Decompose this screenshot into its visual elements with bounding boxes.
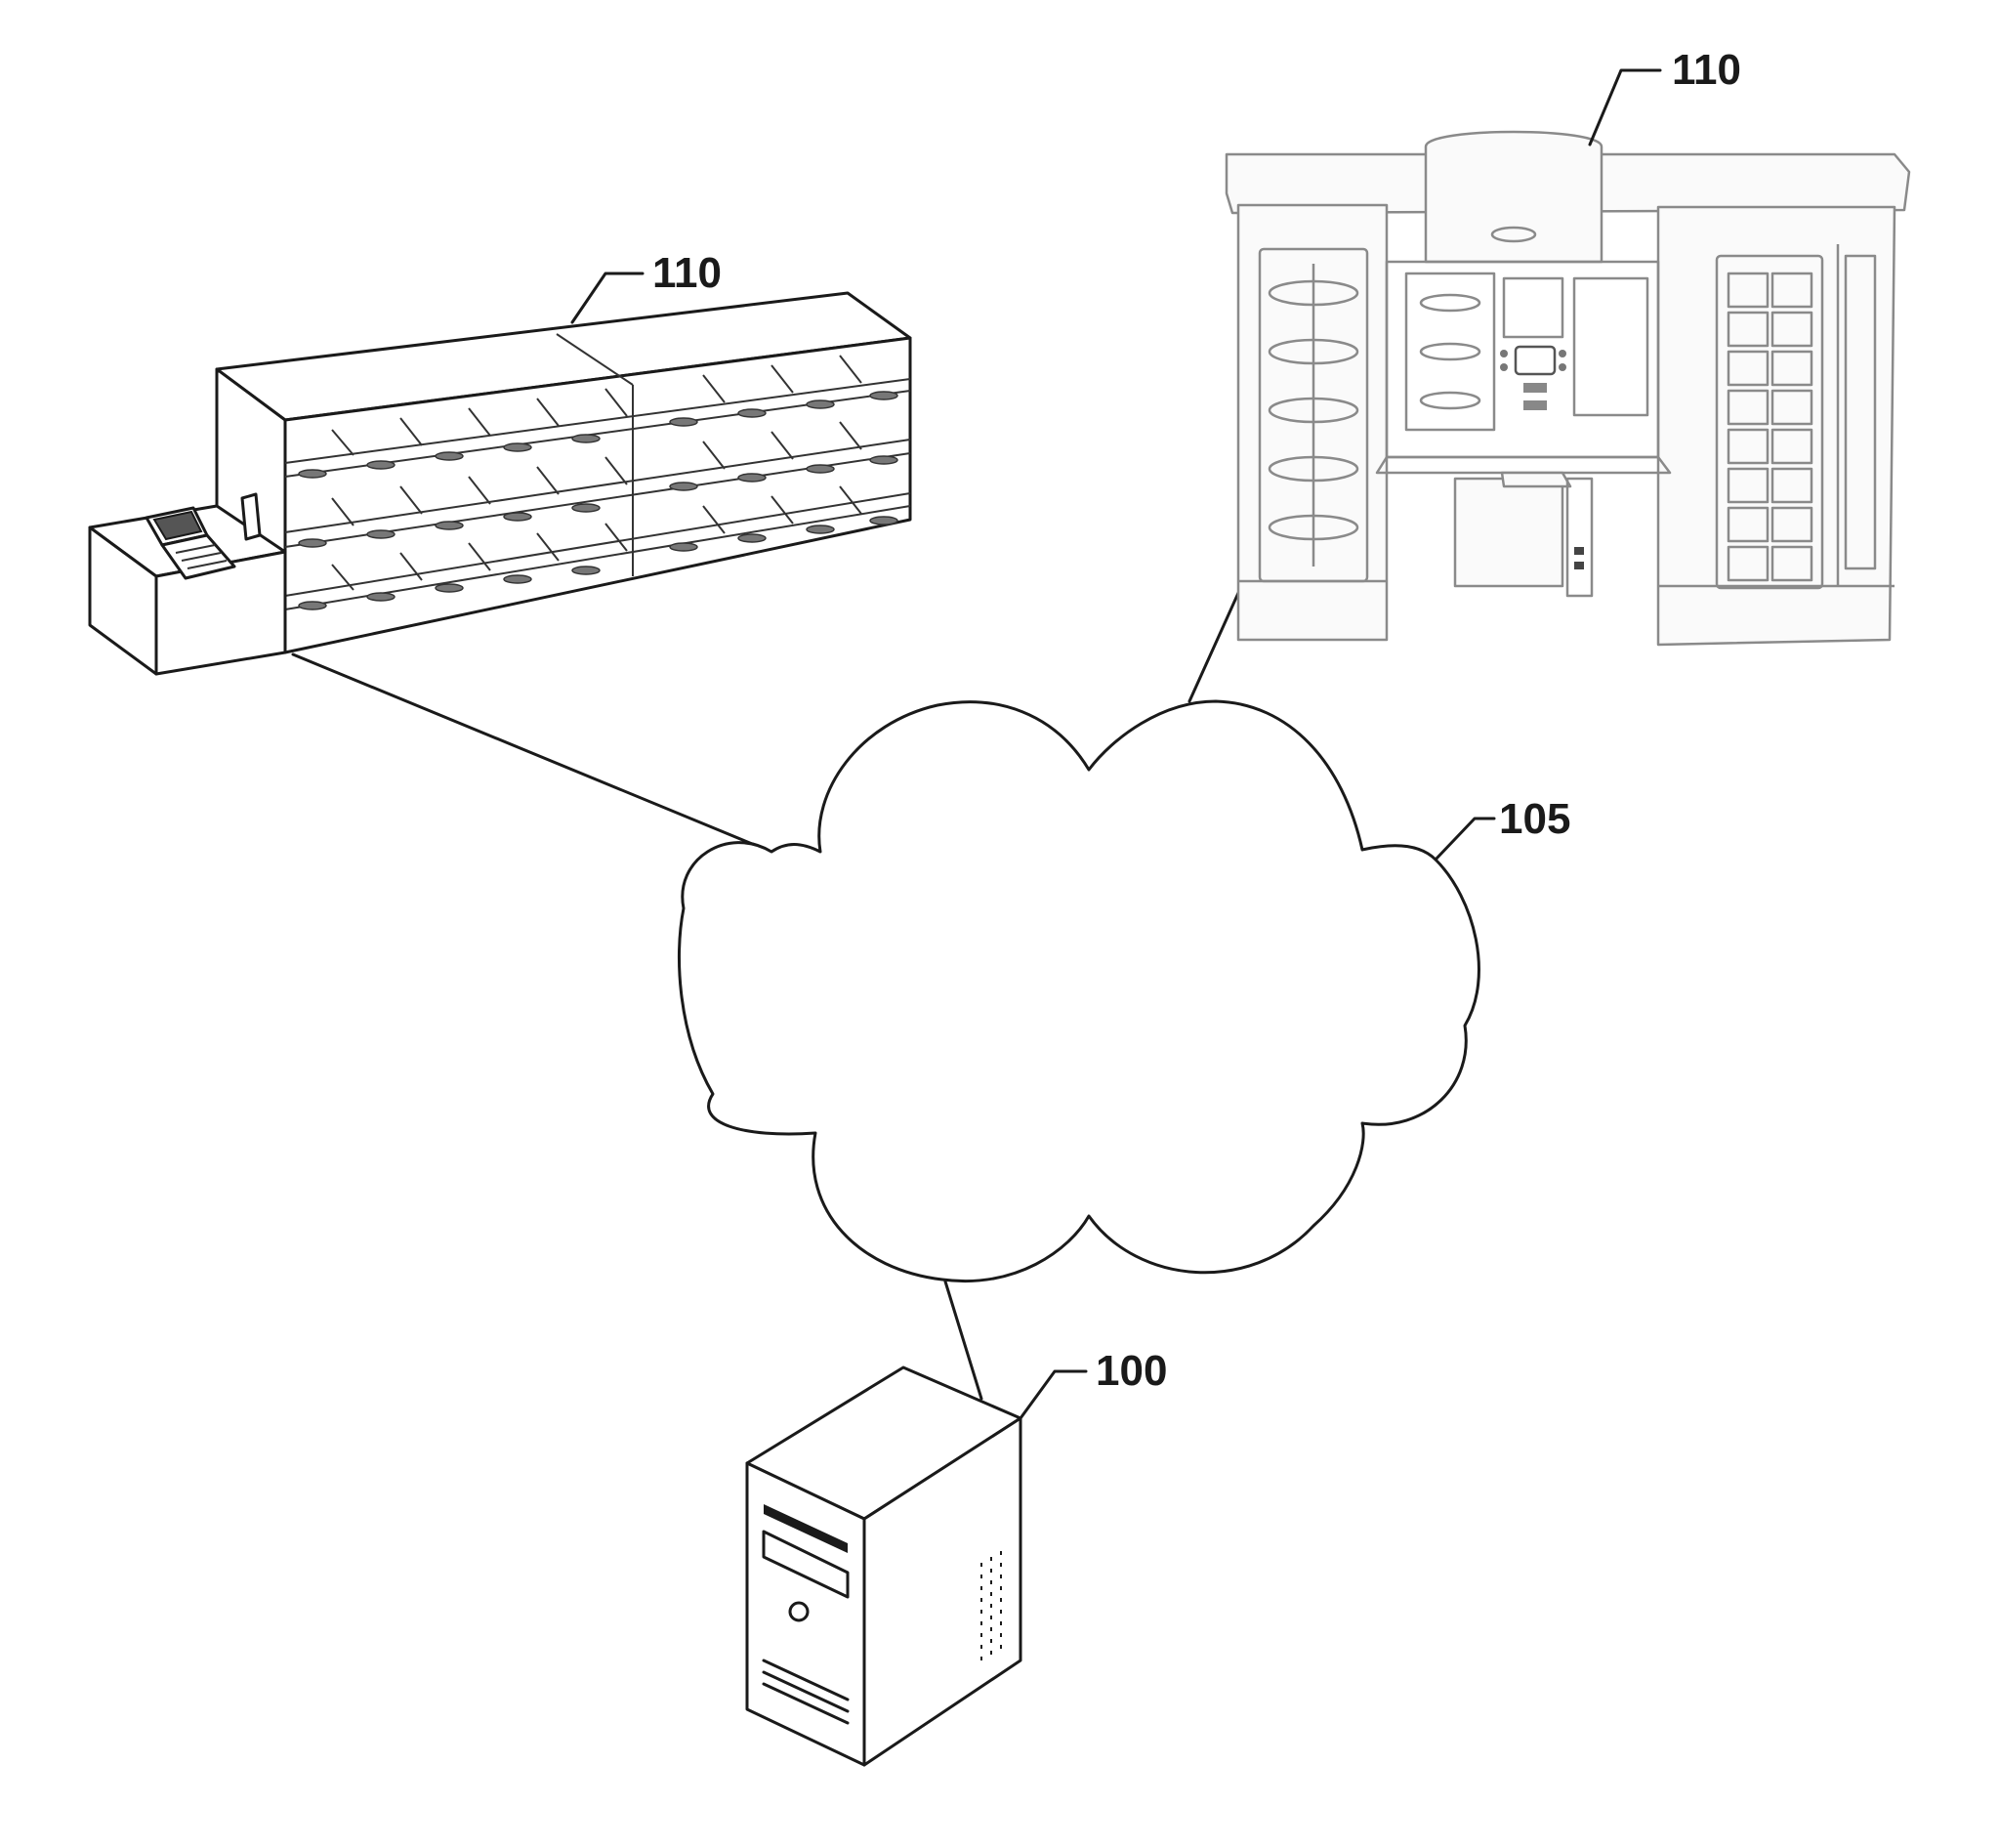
unit-center-bay xyxy=(1387,262,1658,457)
label-server: 100 xyxy=(1096,1347,1167,1395)
link-network-to-server xyxy=(945,1281,981,1399)
link-left-cabinet-to-network xyxy=(293,654,762,848)
server-icon: 100 xyxy=(747,1347,1167,1765)
storage-cabinet-left: 110 xyxy=(90,249,910,674)
label-network: 105 xyxy=(1499,795,1570,843)
unit-center-lower xyxy=(1455,479,1562,586)
scanner-icon xyxy=(242,494,260,539)
label-leader-cabinet-right xyxy=(1590,70,1660,145)
label-cabinet-left: 110 xyxy=(652,249,722,297)
cloud-shape xyxy=(679,701,1478,1281)
network-cloud: 105 xyxy=(679,701,1570,1281)
label-leader-network xyxy=(1436,819,1494,860)
control-panel xyxy=(1500,347,1566,410)
label-cabinet-right: 110 xyxy=(1672,46,1741,94)
label-leader-cabinet-left xyxy=(572,273,643,322)
label-leader-server xyxy=(1020,1371,1086,1418)
dispensing-unit-right: 110 xyxy=(1227,46,1909,645)
